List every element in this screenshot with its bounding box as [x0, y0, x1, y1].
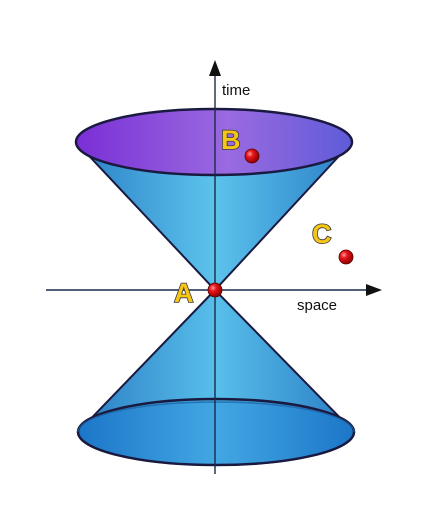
event-b-point	[244, 148, 260, 164]
event-c-point	[338, 249, 354, 265]
future-cone-rim	[74, 107, 354, 177]
event-a-point	[207, 282, 223, 298]
past-cone-rim-back-edge	[77, 401, 355, 433]
time-axis-arrowhead	[209, 60, 221, 76]
point-c-label: C	[312, 219, 332, 249]
space-axis-label: space	[297, 297, 337, 314]
point-b-label: B	[221, 125, 241, 155]
point-a-label: A	[174, 278, 194, 308]
past-cone-rim	[76, 397, 356, 467]
time-axis-label: time	[222, 82, 250, 99]
space-axis-arrowhead	[366, 284, 382, 296]
